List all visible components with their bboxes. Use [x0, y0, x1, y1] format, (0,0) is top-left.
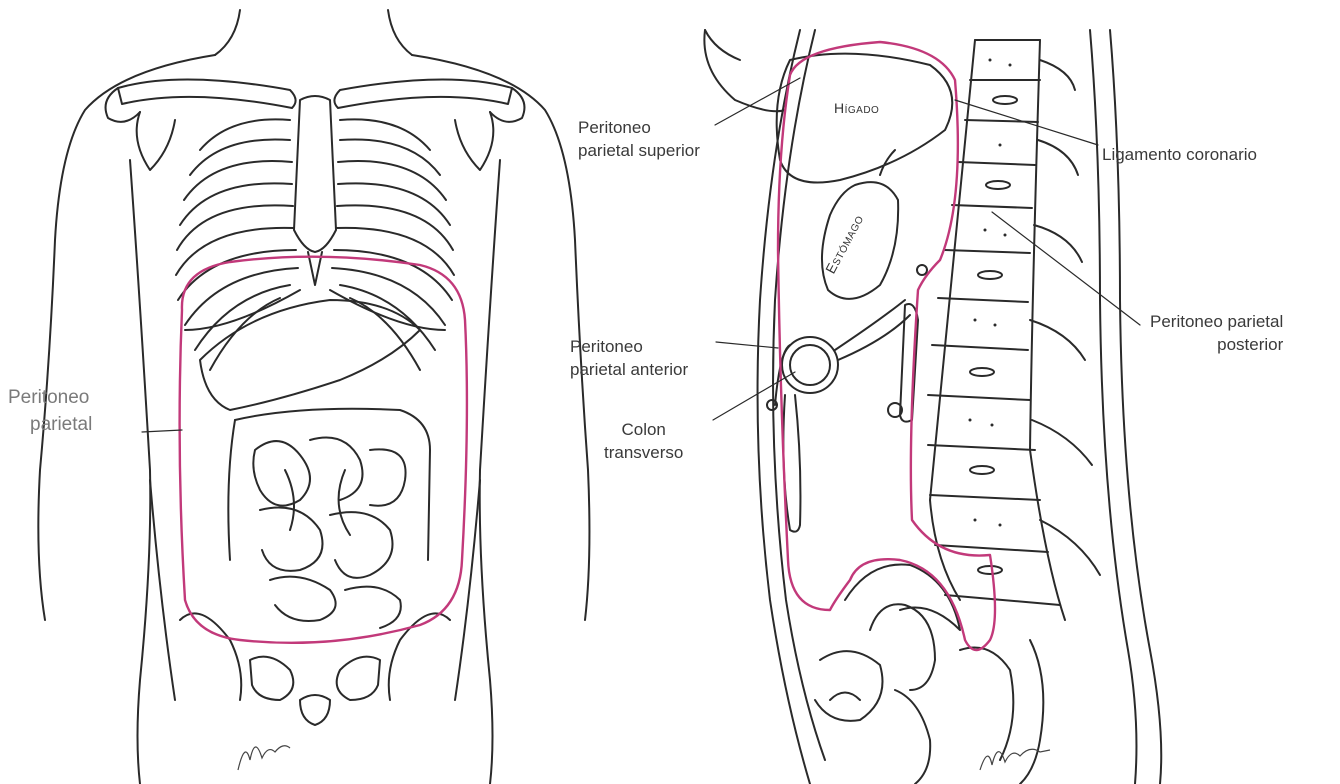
liver-label: Hígado: [834, 100, 879, 116]
leader-posterior: [992, 212, 1140, 325]
anterior-peritoneum-label: Peritoneo parietal anterior: [570, 335, 688, 381]
superior-line1: Peritoneo: [578, 116, 700, 139]
superior-peritoneum-label: Peritoneo parietal superior: [578, 116, 700, 162]
front-label-line1: Peritoneo: [8, 384, 92, 411]
front-label-line2: parietal: [8, 411, 92, 438]
viscera-front: [200, 300, 430, 628]
posterior-line1: Peritoneo parietal: [1150, 310, 1283, 333]
anterior-line1: Peritoneo: [570, 335, 688, 358]
leader-coronary: [955, 100, 1098, 145]
clavicles: [106, 79, 525, 170]
colon-line2: transverso: [604, 441, 683, 464]
vertebral-column: [928, 40, 1100, 620]
front-view-torso: [38, 10, 589, 784]
anterior-line2: parietal anterior: [570, 358, 688, 381]
posterior-line2: posterior: [1150, 333, 1283, 356]
transverse-colon-label: Colon transverso: [604, 418, 683, 464]
posterior-peritoneum-label: Peritoneo parietal posterior: [1150, 310, 1283, 356]
leader-anterior: [716, 342, 778, 348]
coronary-ligament-label: Ligamento coronario: [1102, 143, 1257, 166]
front-peritoneum-label: Peritoneo parietal: [8, 384, 92, 438]
artist-signature: [238, 746, 1050, 770]
pelvis-front: [180, 613, 450, 725]
superior-line2: parietal superior: [578, 139, 700, 162]
ribcage: [176, 119, 454, 370]
colon-line1: Colon: [604, 418, 683, 441]
